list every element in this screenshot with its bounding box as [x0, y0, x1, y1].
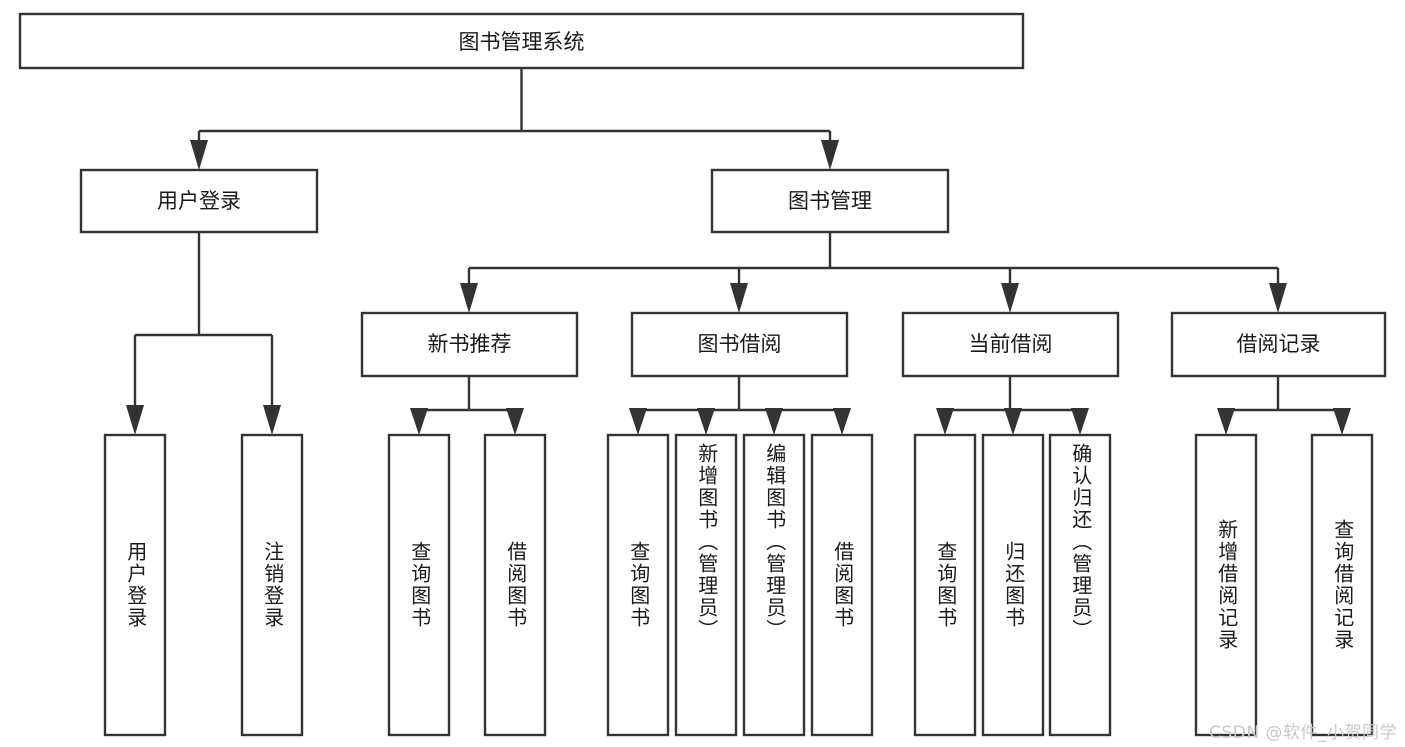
arrowhead-leaf-return-book [1004, 408, 1022, 435]
arrowhead-leaf-query-book-2 [629, 408, 647, 435]
node-book-manage[interactable]: 图书管理 [710, 168, 950, 234]
node-book-manage-box[interactable] [710, 168, 950, 234]
node-root-box[interactable] [18, 12, 1025, 70]
node-root-label: 图书管理系统 [459, 30, 585, 54]
node-new-book-rec-label: 新书推荐 [428, 332, 512, 356]
arrowhead-current-borrow [1001, 283, 1019, 313]
node-current-borrow-label: 当前借阅 [969, 332, 1053, 356]
leaf-box-leaf-query-book-3[interactable] [913, 433, 977, 737]
node-user-login-box[interactable] [79, 168, 319, 234]
arrowhead-leaf-add-record [1217, 408, 1235, 435]
arrowhead-leaf-confirm-return [1071, 408, 1089, 435]
leaf-box-leaf-edit-book[interactable] [742, 433, 806, 737]
leaf-box-leaf-query-book-2[interactable] [606, 433, 670, 737]
leaf-box-leaf-add-book[interactable] [674, 433, 738, 737]
arrowhead-leaf-edit-book [765, 408, 783, 435]
leaf-box-group [103, 433, 1374, 737]
arrowhead-leaf-query-record [1333, 408, 1351, 435]
node-new-book-rec[interactable]: 新书推荐 [360, 311, 579, 378]
arrowhead-book-borrow [730, 283, 748, 313]
leaf-box-leaf-query-record[interactable] [1310, 433, 1374, 737]
connector-group [126, 68, 1351, 435]
node-current-borrow-box[interactable] [901, 311, 1120, 378]
node-book-manage-label: 图书管理 [788, 189, 872, 213]
node-new-book-rec-box[interactable] [360, 311, 579, 378]
arrowhead-leaf-query-book-3 [936, 408, 954, 435]
leaf-box-leaf-add-record[interactable] [1194, 433, 1258, 737]
leaf-box-leaf-borrow-book-1[interactable] [483, 433, 547, 737]
arrowhead-borrow-record [1269, 283, 1287, 313]
node-user-login-label: 用户登录 [157, 189, 241, 213]
node-borrow-record-box[interactable] [1170, 311, 1387, 378]
node-root[interactable]: 图书管理系统 [18, 12, 1025, 70]
arrowhead-new-book-rec [460, 283, 478, 313]
arrowhead-leaf-user-logout [263, 405, 281, 435]
arrowhead-leaf-user-login [126, 405, 144, 435]
arrowhead-leaf-add-book [697, 408, 715, 435]
node-book-borrow[interactable]: 图书借阅 [630, 311, 849, 378]
watermark: CSDN @软件_小贺同学 [1209, 723, 1397, 743]
node-borrow-record[interactable]: 借阅记录 [1170, 311, 1387, 378]
leaf-box-leaf-query-book-1[interactable] [387, 433, 451, 737]
leaf-box-leaf-borrow-book-2[interactable] [810, 433, 874, 737]
leaf-box-leaf-user-login[interactable] [103, 433, 167, 737]
leaf-box-leaf-user-logout[interactable] [240, 433, 304, 737]
arrowhead-book-manage [821, 140, 839, 170]
leaf-box-leaf-return-book[interactable] [981, 433, 1045, 737]
node-current-borrow[interactable]: 当前借阅 [901, 311, 1120, 378]
node-borrow-record-label: 借阅记录 [1237, 332, 1321, 356]
arrowhead-leaf-borrow-book-1 [506, 408, 524, 435]
arrowhead-leaf-query-book-1 [410, 408, 428, 435]
node-user-login[interactable]: 用户登录 [79, 168, 319, 234]
arrowhead-leaf-borrow-book-2 [833, 408, 851, 435]
node-book-borrow-label: 图书借阅 [698, 332, 782, 356]
node-book-borrow-box[interactable] [630, 311, 849, 378]
arrowhead-user-login [190, 140, 208, 170]
leaf-box-leaf-confirm-return[interactable] [1048, 433, 1112, 737]
